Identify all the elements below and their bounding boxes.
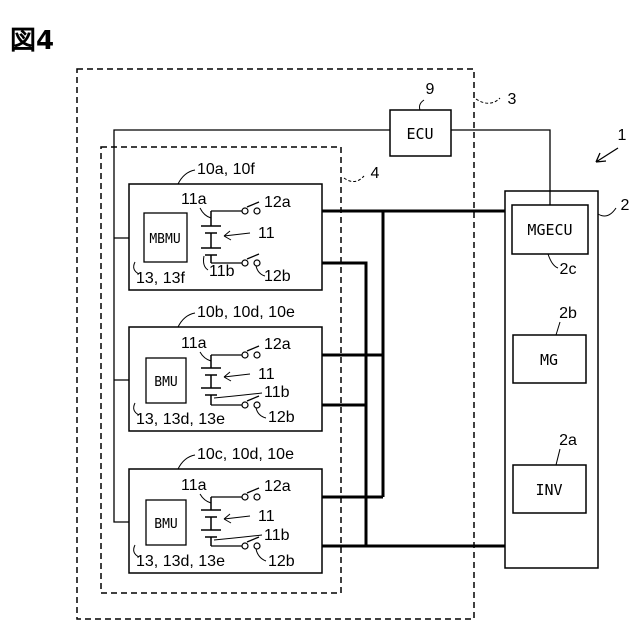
cell-label: 11 — [258, 225, 275, 242]
mgecu-ref-label: 2c — [560, 261, 577, 278]
module-ref-label: 10c, 10d, 10e — [197, 446, 294, 463]
battery-module-3: 10c, 10d, 10e BMU 13, 13d, 13e 11a 11 11… — [129, 446, 322, 573]
cell-label: 11 — [258, 508, 275, 525]
cell-label: 11 — [258, 366, 275, 383]
mg-ref-label: 2b — [559, 305, 577, 322]
module-ref-label: 10b, 10d, 10e — [197, 304, 295, 321]
cell-neg-label: 11b — [264, 384, 290, 401]
battery-module-1: 10a, 10f MBMU 13, 13f 11a 11 11b 12a 12b — [129, 161, 322, 290]
battery-pack-ref-label: 3 — [508, 91, 517, 108]
ecu-label: ECU — [406, 125, 433, 143]
relay-pos-label: 12a — [264, 478, 291, 495]
cell-pos-label: 11a — [181, 191, 207, 208]
relay-neg-label: 12b — [264, 268, 291, 285]
mg-label: MG — [540, 351, 558, 369]
bmu-label: BMU — [154, 375, 177, 390]
relay-neg-label: 12b — [268, 553, 295, 570]
drive-unit-ref-label: 2 — [621, 197, 630, 214]
system-ref-label: 1 — [618, 127, 627, 144]
battery-module-2: 10b, 10d, 10e BMU 13, 13d, 13e 11a 11 11… — [129, 304, 322, 431]
inv-ref-label: 2a — [559, 432, 577, 449]
relay-pos-label: 12a — [264, 194, 291, 211]
bmu-ref-label: 13, 13f — [136, 270, 185, 287]
bmu-label: BMU — [154, 517, 177, 532]
cell-pos-label: 11a — [181, 477, 207, 494]
relay-pos-label: 12a — [264, 336, 291, 353]
inv-label: INV — [535, 481, 562, 499]
bmu-label: MBMU — [149, 232, 180, 247]
cell-pos-label: 11a — [181, 335, 207, 352]
cell-neg-label: 11b — [209, 263, 235, 280]
relay-neg-label: 12b — [268, 409, 295, 426]
mgecu-label: MGECU — [527, 221, 572, 239]
ecu-ref-label: 9 — [426, 81, 435, 98]
bmu-ref-label: 13, 13d, 13e — [136, 553, 225, 570]
battery-unit-ref-label: 4 — [371, 165, 380, 182]
system-arrow-icon — [596, 148, 618, 162]
bmu-ref-label: 13, 13d, 13e — [136, 411, 225, 428]
cell-neg-label: 11b — [264, 527, 290, 544]
module-ref-label: 10a, 10f — [197, 161, 255, 178]
